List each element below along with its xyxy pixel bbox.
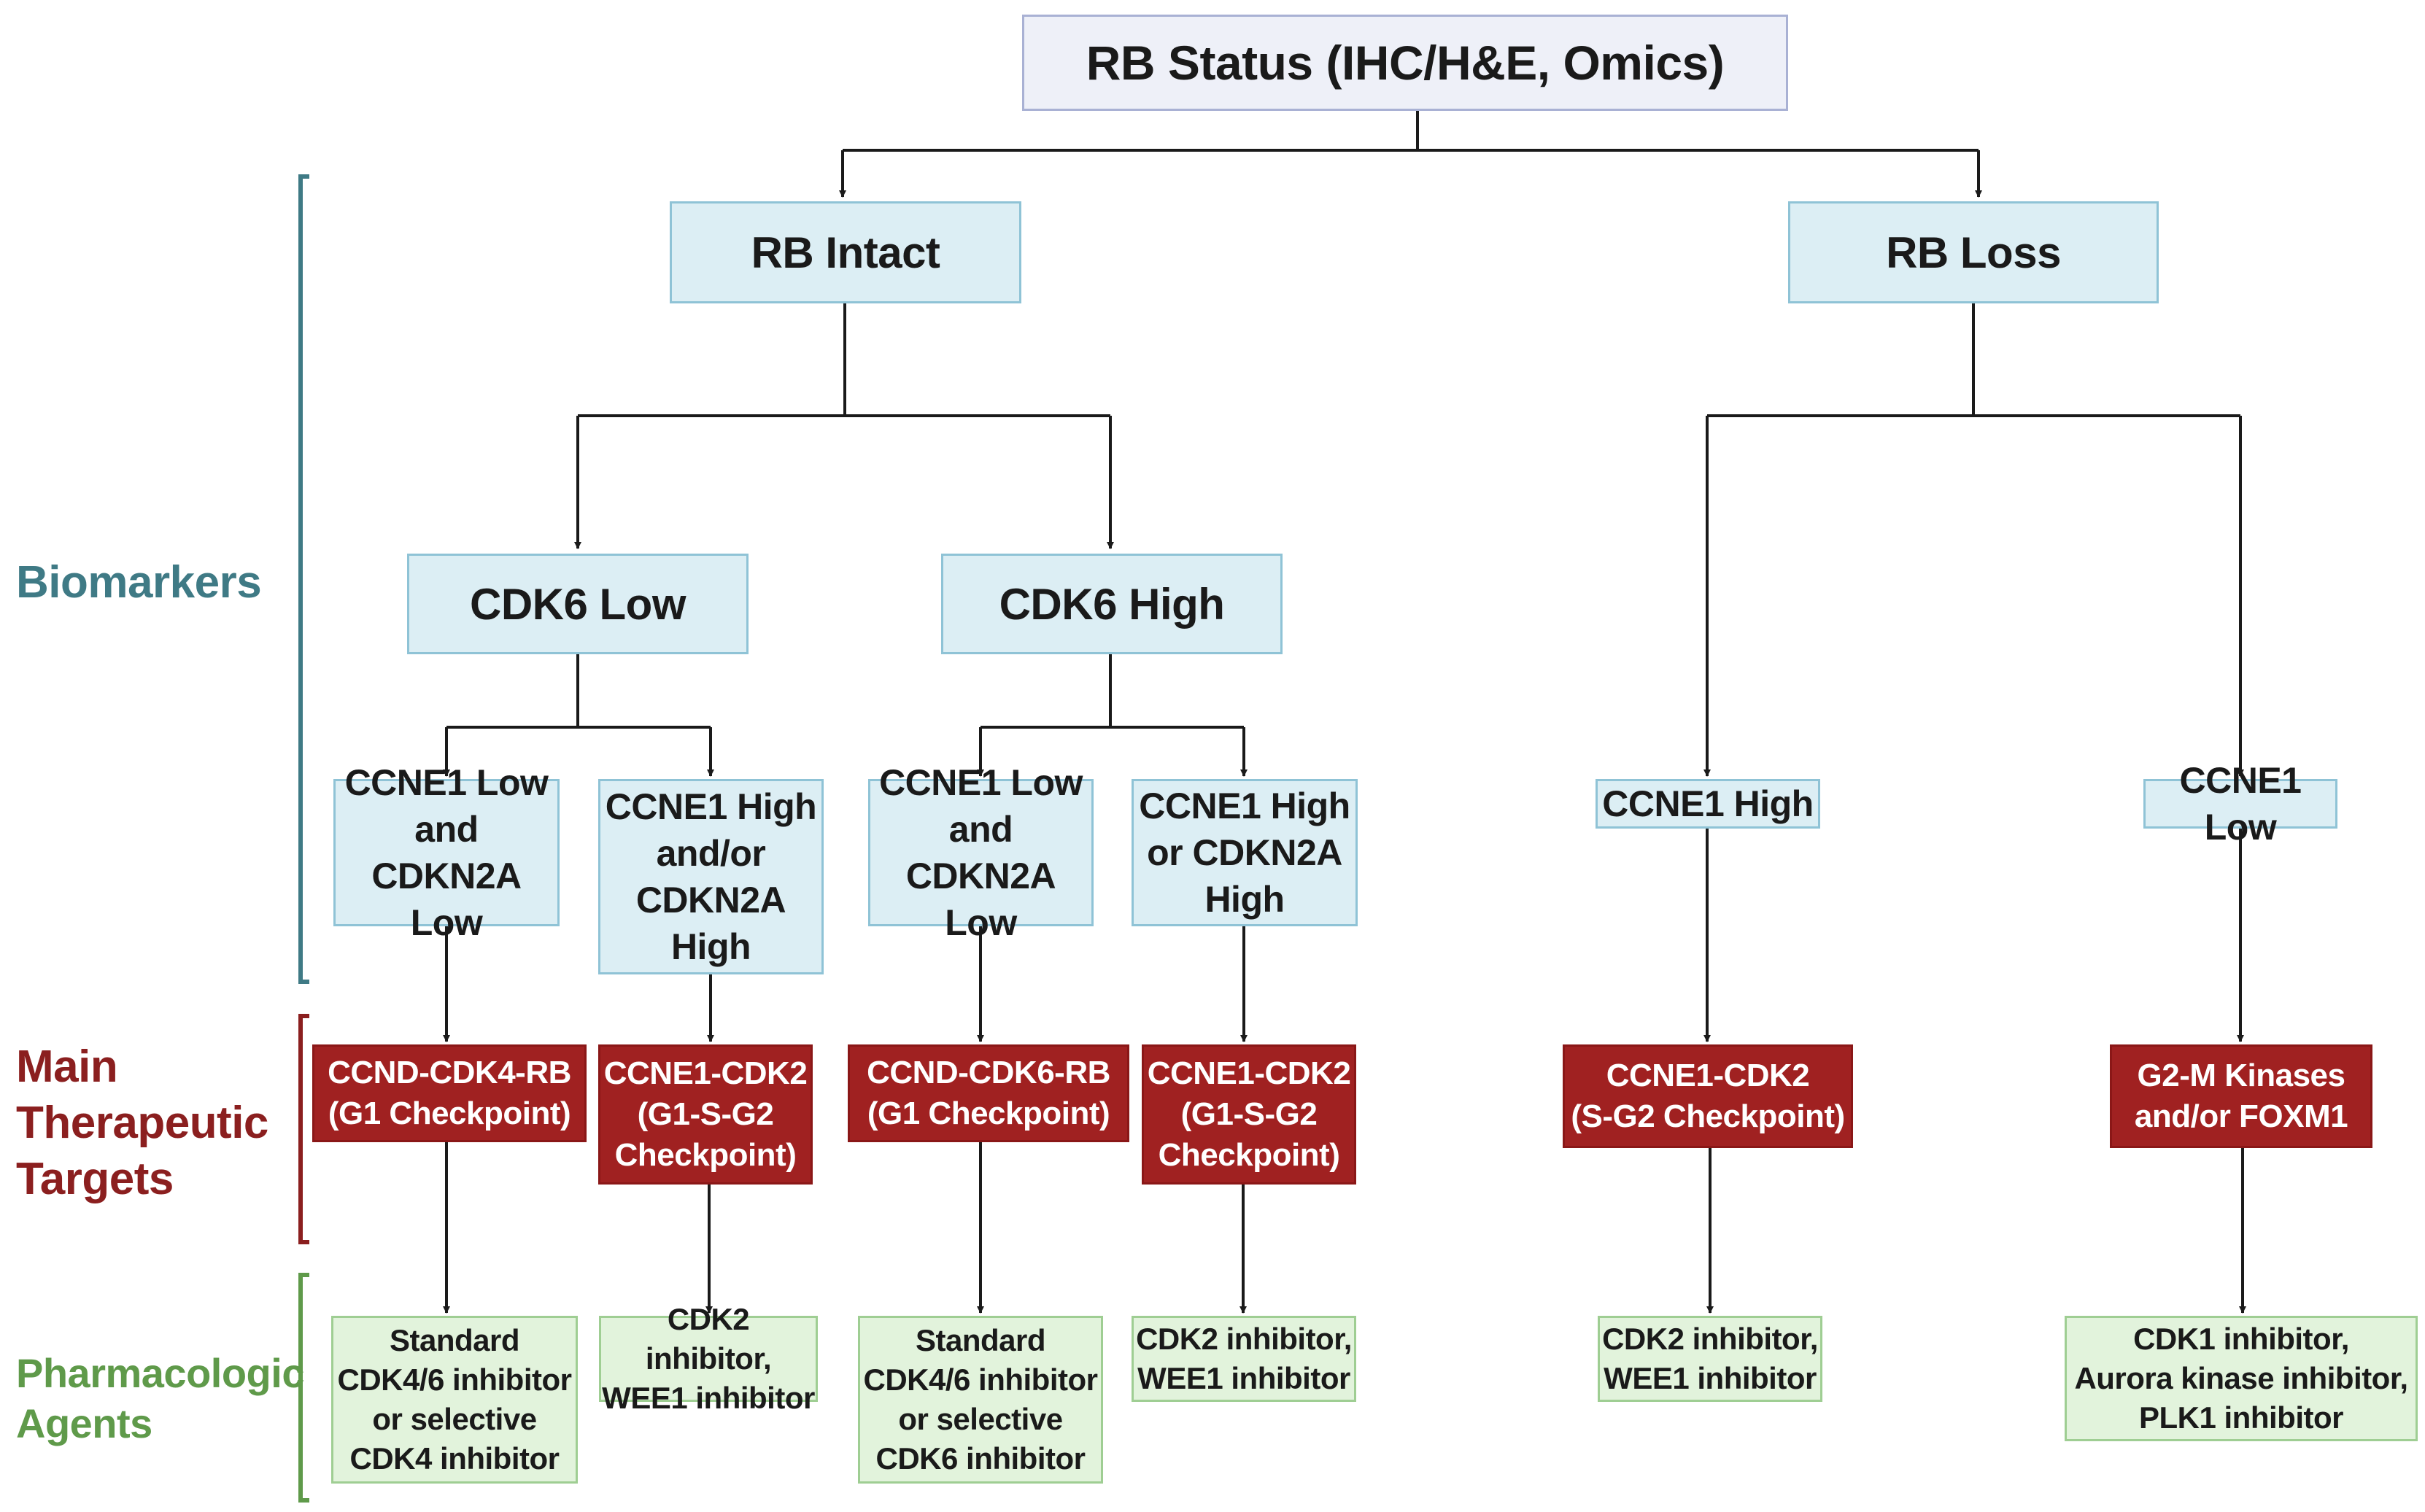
agent-cdk2-wee1-inhibitor-b: CDK2 inhibitor, WEE1 inhibitor (599, 1302, 818, 1415)
target-ccne1-cdk2-a: CCNE1-CDK2 (G1-S-G2 Checkpoint) (598, 1044, 813, 1185)
rb-intact-box: RB Intact (670, 201, 1021, 303)
therapeutic-targets-label: Main Therapeutic Targets (16, 1042, 268, 1204)
target-ccnd-cdk4-rb: CCND-CDK4-RB (G1 Checkpoint) (312, 1044, 587, 1142)
target-g2m-kinases-foxm1: G2-M Kinases and/or FOXM1 (2110, 1044, 2372, 1148)
ccne1-low-cdkn2a-low-box-c: CCNE1 Low and CDKN2A Low (868, 762, 1094, 943)
pharmacologic-agents-label: Pharmacologic Agents (16, 1350, 304, 1446)
agents-bracket (298, 1273, 309, 1503)
cdk6-high-box: CDK6 High (941, 554, 1283, 654)
ccne1-low-cdkn2a-low-box-a: CCNE1 Low and CDKN2A Low (333, 762, 560, 943)
ccne1-high-cdkn2a-high-box-b: CCNE1 High and/or CDKN2A High (598, 779, 824, 974)
biomarkers-bracket (298, 174, 309, 984)
cdk6-low-box: CDK6 Low (407, 554, 749, 654)
agent-cdk4-6-inhibitor-a: Standard CDK4/6 inhibitor or selective C… (331, 1316, 578, 1484)
rb-status-box: RB Status (IHC/H&E, Omics) (1022, 15, 1788, 111)
ccne1-high-cdkn2a-high-box-d: CCNE1 High or CDKN2A High (1132, 779, 1358, 926)
agent-cdk2-wee1-inhibitor-e: CDK2 inhibitor, WEE1 inhibitor (1598, 1316, 1822, 1402)
agent-cdk1-aurora-plk1-inhibitor: CDK1 inhibitor, Aurora kinase inhibitor,… (2065, 1316, 2418, 1441)
agent-cdk2-wee1-inhibitor-d: CDK2 inhibitor, WEE1 inhibitor (1132, 1316, 1356, 1402)
targets-bracket (298, 1014, 309, 1244)
ccne1-low-box-f: CCNE1 Low (2143, 760, 2337, 848)
target-ccne1-cdk2-s-g2: CCNE1-CDK2 (S-G2 Checkpoint) (1563, 1044, 1853, 1148)
target-ccne1-cdk2-b: CCNE1-CDK2 (G1-S-G2 Checkpoint) (1142, 1044, 1356, 1185)
agent-cdk4-6-inhibitor-c: Standard CDK4/6 inhibitor or selective C… (858, 1316, 1103, 1484)
target-ccnd-cdk6-rb: CCND-CDK6-RB (G1 Checkpoint) (848, 1044, 1129, 1142)
rb-loss-box: RB Loss (1788, 201, 2159, 303)
biomarkers-label: Biomarkers (16, 557, 262, 608)
ccne1-high-box-e: CCNE1 High (1596, 779, 1820, 829)
